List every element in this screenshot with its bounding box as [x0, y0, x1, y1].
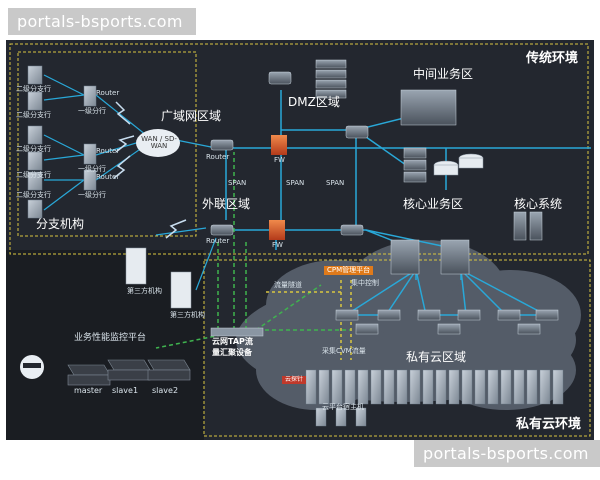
- tap-device: [210, 327, 264, 337]
- primary-branch-label: 一级分行: [78, 165, 106, 173]
- wan-area-label: 广域网区域: [161, 109, 222, 123]
- private-cloud-zone-title: 私有云环境: [516, 417, 582, 432]
- router-label: Router: [206, 237, 230, 245]
- secondary-branch-label: 二级分支行: [16, 85, 51, 93]
- diagram-canvas: [6, 43, 591, 440]
- master-label: master: [74, 386, 103, 395]
- span-label: SPAN: [326, 179, 345, 187]
- wan-cloud: [136, 129, 180, 157]
- primary-branch-label: 一级分行: [78, 191, 106, 199]
- central-control-label: 集中控制: [351, 279, 379, 287]
- wan-label: WAN / SD-WAN: [141, 135, 177, 150]
- third-party-label: 第三方机构: [170, 311, 205, 319]
- cloud-host-servers: [305, 369, 564, 427]
- lightning-links: [113, 101, 187, 239]
- storage-disks: [433, 153, 484, 176]
- tunnel-links: [266, 280, 352, 360]
- router-label: Router: [96, 89, 120, 97]
- user-icon: [20, 355, 44, 379]
- primary-branch-label: 一级分行: [78, 107, 106, 115]
- secondary-branch-label: 二级分支行: [16, 111, 51, 119]
- secondary-branch-label: 二级分支行: [16, 191, 51, 199]
- apm-servers: [67, 359, 191, 386]
- traditional-zone-title: 传统环境: [526, 51, 579, 66]
- traffic-tunnel-label: 流量隧道: [274, 281, 302, 289]
- traditional-zone-border: [9, 43, 589, 255]
- router-label: Router: [96, 173, 120, 181]
- middle-business-label: 中间业务区: [413, 67, 474, 81]
- routers: [210, 71, 369, 236]
- third-party-buildings: [125, 247, 192, 309]
- server-stacks: [315, 59, 543, 275]
- slave2-label: slave2: [152, 386, 179, 395]
- tap-label-line1: 云网TAP流: [212, 337, 253, 346]
- secondary-branch-label: 二级分支行: [16, 171, 51, 179]
- fw-label: FW: [274, 156, 285, 164]
- extranet-label: 外联区域: [202, 197, 251, 211]
- branch-servers: [27, 65, 97, 219]
- router-label: Router: [96, 147, 120, 155]
- dmz-area-label: DMZ区域: [288, 95, 340, 109]
- network-diagram: 传统环境 私有云环境 DMZ区域 中间业务区 广域网区域 核心业务区 核心系统 …: [6, 40, 594, 440]
- cloud-host-label: 云平台宿主机: [322, 403, 364, 411]
- tap-label-line2: 量汇聚设备: [212, 348, 252, 357]
- fw-label: FW: [272, 241, 283, 249]
- cloud-switches: [335, 309, 559, 335]
- core-system-label: 核心系统: [514, 197, 563, 211]
- secondary-branch-label: 二级分支行: [16, 145, 51, 153]
- slave1-label: slave1: [112, 386, 139, 395]
- span-label: SPAN: [286, 179, 305, 187]
- watermark-top: portals-bsports.com: [8, 8, 196, 35]
- cpm-platform-badge: CPM管理平台: [324, 266, 374, 275]
- apm-platform-label: 业务性能监控平台: [74, 333, 147, 343]
- probe-tag: 云探针: [282, 376, 307, 384]
- branch-org-label: 分支机构: [36, 217, 85, 231]
- core-business-label: 核心业务区: [403, 197, 464, 211]
- span-label: SPAN: [228, 179, 247, 187]
- private-cloud-area-label: 私有云区域: [406, 350, 467, 364]
- watermark-bottom: portals-bsports.com: [414, 440, 600, 467]
- third-party-label: 第三方机构: [127, 287, 162, 295]
- cvm-collect-label: 采集CVM流量: [322, 347, 366, 355]
- firewalls: [269, 135, 287, 240]
- router-label: Router: [206, 153, 230, 161]
